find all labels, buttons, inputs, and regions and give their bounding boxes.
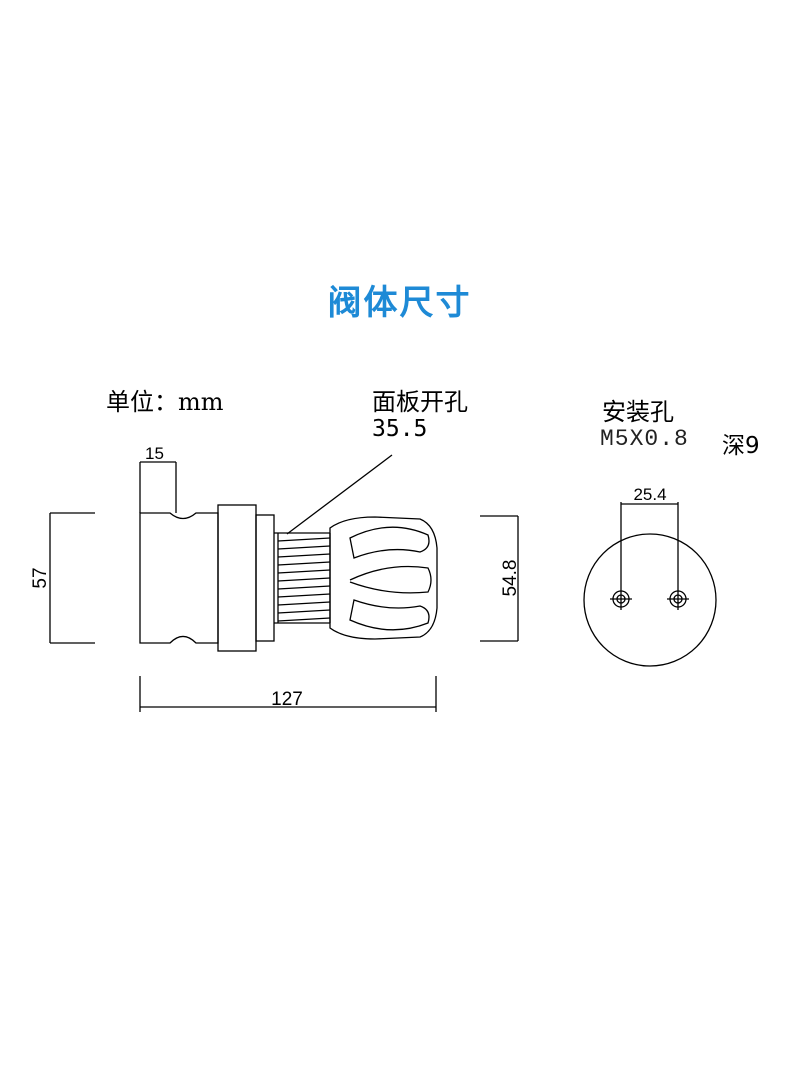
flange-step xyxy=(255,514,275,642)
page-title: 阀体尺寸 xyxy=(327,283,472,323)
knob-rib-middle xyxy=(349,565,432,594)
dim-height-right: 54.8 xyxy=(500,560,521,597)
panel-cutout-value: 35.5 xyxy=(372,416,428,442)
mounting-depth-spec: 深9 xyxy=(722,433,760,459)
dim-total-length: 127 xyxy=(271,689,303,710)
dim-handle-length: 15 xyxy=(145,444,164,463)
knob-rib-top xyxy=(349,526,430,559)
mounting-hole-left xyxy=(610,588,632,610)
threaded-stem xyxy=(274,532,331,624)
knob-rib-bottom xyxy=(349,599,430,631)
mounting-thread-spec: M5X0.8 xyxy=(600,426,689,452)
panel-cutout-label: 面板开孔 xyxy=(372,388,468,416)
mounting-plate xyxy=(583,533,717,667)
mounting-holes-label: 安装孔 xyxy=(602,398,674,426)
unit-label: 单位：mm xyxy=(106,388,224,416)
dim-height-left: 57 xyxy=(30,567,51,588)
mounting-hole-right xyxy=(667,588,689,610)
knob-outline xyxy=(329,516,438,640)
dim-hole-spacing: 25.4 xyxy=(633,485,666,504)
panel-cutout-leader xyxy=(286,454,393,535)
handle-body xyxy=(139,512,219,644)
flange xyxy=(217,504,257,652)
